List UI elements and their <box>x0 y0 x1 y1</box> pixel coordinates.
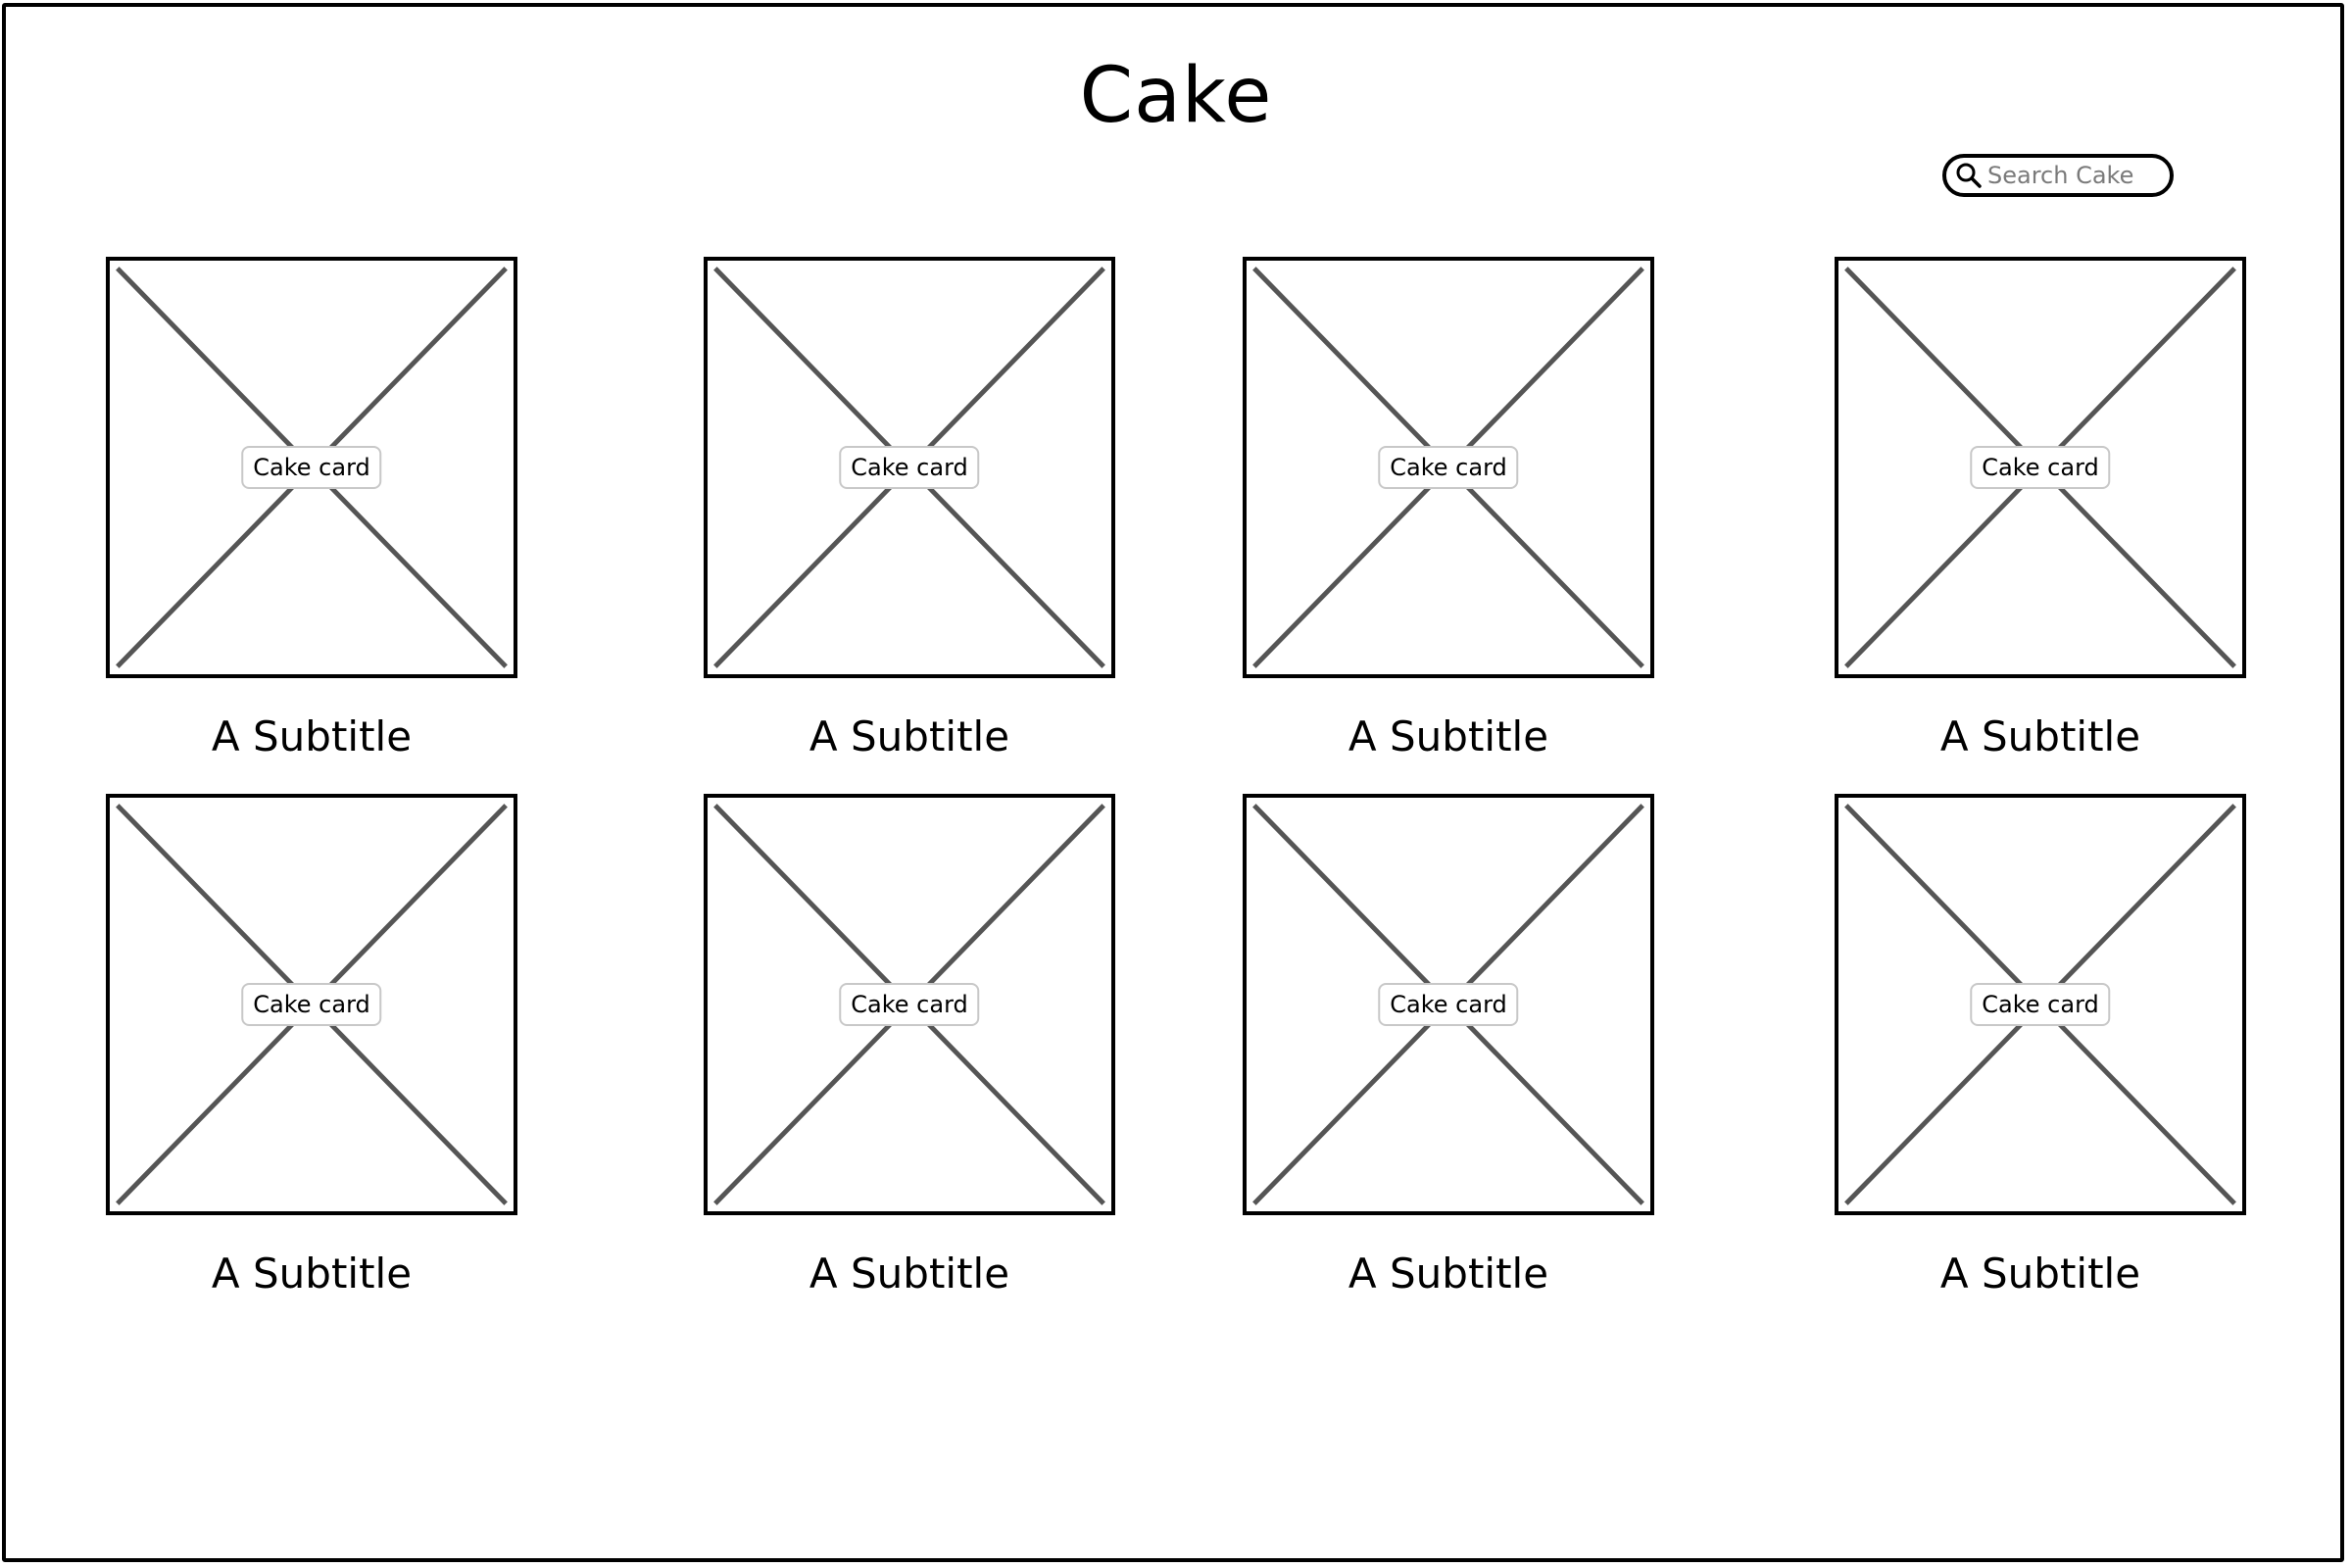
card-subtitle: A Subtitle <box>1939 1250 2141 1298</box>
cake-card[interactable]: Cake card A Subtitle <box>1835 794 2246 1298</box>
page-title: Cake <box>1079 52 1273 140</box>
card-label: Cake card <box>241 446 382 489</box>
card-image-placeholder[interactable]: Cake card <box>1835 794 2246 1215</box>
page-frame <box>2 3 2344 1562</box>
card-label: Cake card <box>241 983 382 1026</box>
card-image-placeholder[interactable]: Cake card <box>106 257 517 678</box>
search-icon <box>1956 163 1982 188</box>
card-image-placeholder[interactable]: Cake card <box>1243 257 1654 678</box>
card-image-placeholder[interactable]: Cake card <box>1243 794 1654 1215</box>
search-box[interactable] <box>1942 154 2174 197</box>
card-image-placeholder[interactable]: Cake card <box>704 794 1115 1215</box>
card-label: Cake card <box>1378 446 1519 489</box>
card-subtitle: A Subtitle <box>1348 1250 1549 1298</box>
card-subtitle: A Subtitle <box>1348 712 1549 760</box>
cake-card[interactable]: Cake card A Subtitle <box>1243 257 1654 760</box>
card-image-placeholder[interactable]: Cake card <box>106 794 517 1215</box>
cake-card[interactable]: Cake card A Subtitle <box>1243 794 1654 1298</box>
card-subtitle: A Subtitle <box>1939 712 2141 760</box>
card-label: Cake card <box>1970 983 2111 1026</box>
card-label: Cake card <box>1378 983 1519 1026</box>
card-subtitle: A Subtitle <box>808 1250 1010 1298</box>
cake-card[interactable]: Cake card A Subtitle <box>106 257 517 760</box>
card-subtitle: A Subtitle <box>808 712 1010 760</box>
cake-card[interactable]: Cake card A Subtitle <box>1835 257 2246 760</box>
card-subtitle: A Subtitle <box>211 1250 413 1298</box>
card-image-placeholder[interactable]: Cake card <box>704 257 1115 678</box>
card-label: Cake card <box>839 446 980 489</box>
card-image-placeholder[interactable]: Cake card <box>1835 257 2246 678</box>
search-input[interactable] <box>1984 159 2164 192</box>
cake-card[interactable]: Cake card A Subtitle <box>704 794 1115 1298</box>
card-label: Cake card <box>1970 446 2111 489</box>
card-label: Cake card <box>839 983 980 1026</box>
cake-card[interactable]: Cake card A Subtitle <box>704 257 1115 760</box>
cake-card[interactable]: Cake card A Subtitle <box>106 794 517 1298</box>
card-subtitle: A Subtitle <box>211 712 413 760</box>
